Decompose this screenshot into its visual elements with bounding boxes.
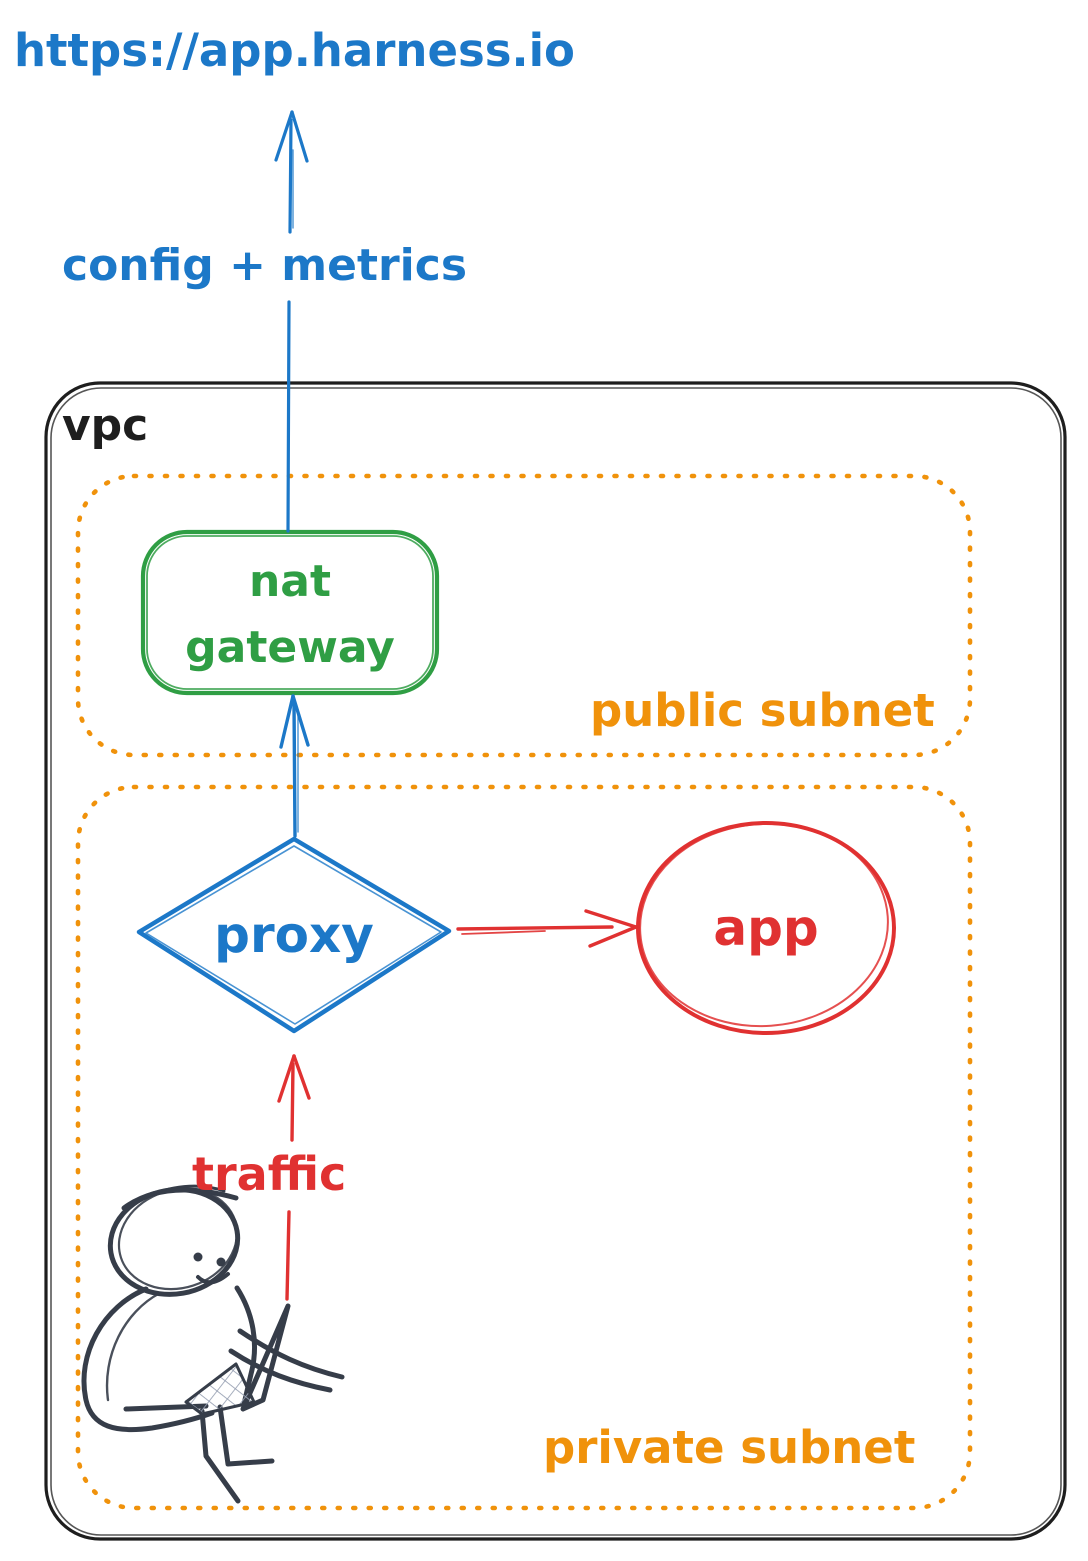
traffic-label: traffic — [192, 1147, 347, 1201]
vpc-box — [44, 381, 1067, 1541]
app-label: app — [713, 899, 819, 957]
private-subnet-label: private subnet — [543, 1421, 916, 1474]
config-metrics-label: config + metrics — [62, 240, 468, 291]
person-leg-back — [199, 1408, 241, 1504]
external-url-label: https://app.harness.io — [14, 24, 575, 77]
person-leg-front — [217, 1404, 275, 1467]
person-body — [81, 1286, 215, 1433]
proxy-to-nat-arrow — [279, 694, 310, 838]
person-eye-right — [216, 1257, 226, 1267]
laptop-icon — [184, 1303, 291, 1416]
person-arm-upper — [237, 1328, 345, 1380]
proxy-to-app-arrow — [456, 909, 638, 948]
public-subnet-box — [75, 473, 973, 758]
person-smile — [196, 1272, 230, 1285]
nat-gateway-label: nat gateway — [185, 556, 395, 673]
person-body-sketch — [105, 1291, 162, 1402]
proxy-label: proxy — [214, 906, 374, 964]
person-eye-left — [193, 1252, 203, 1262]
person-chest — [234, 1285, 258, 1407]
person-head-sketch — [117, 1187, 239, 1291]
private-subnet-box — [75, 784, 973, 1511]
person-figure — [81, 1184, 345, 1504]
person-arm-lower — [228, 1348, 333, 1393]
traffic-arrow — [277, 1054, 311, 1301]
proxy-diamond — [136, 836, 452, 1034]
public-subnet-label: public subnet — [590, 684, 935, 737]
laptop-keyboard — [184, 1362, 256, 1416]
vpc-label: vpc — [62, 400, 149, 451]
app-circle — [636, 821, 896, 1035]
config-metrics-arrow — [274, 110, 309, 533]
nat-gateway-box — [140, 529, 440, 696]
